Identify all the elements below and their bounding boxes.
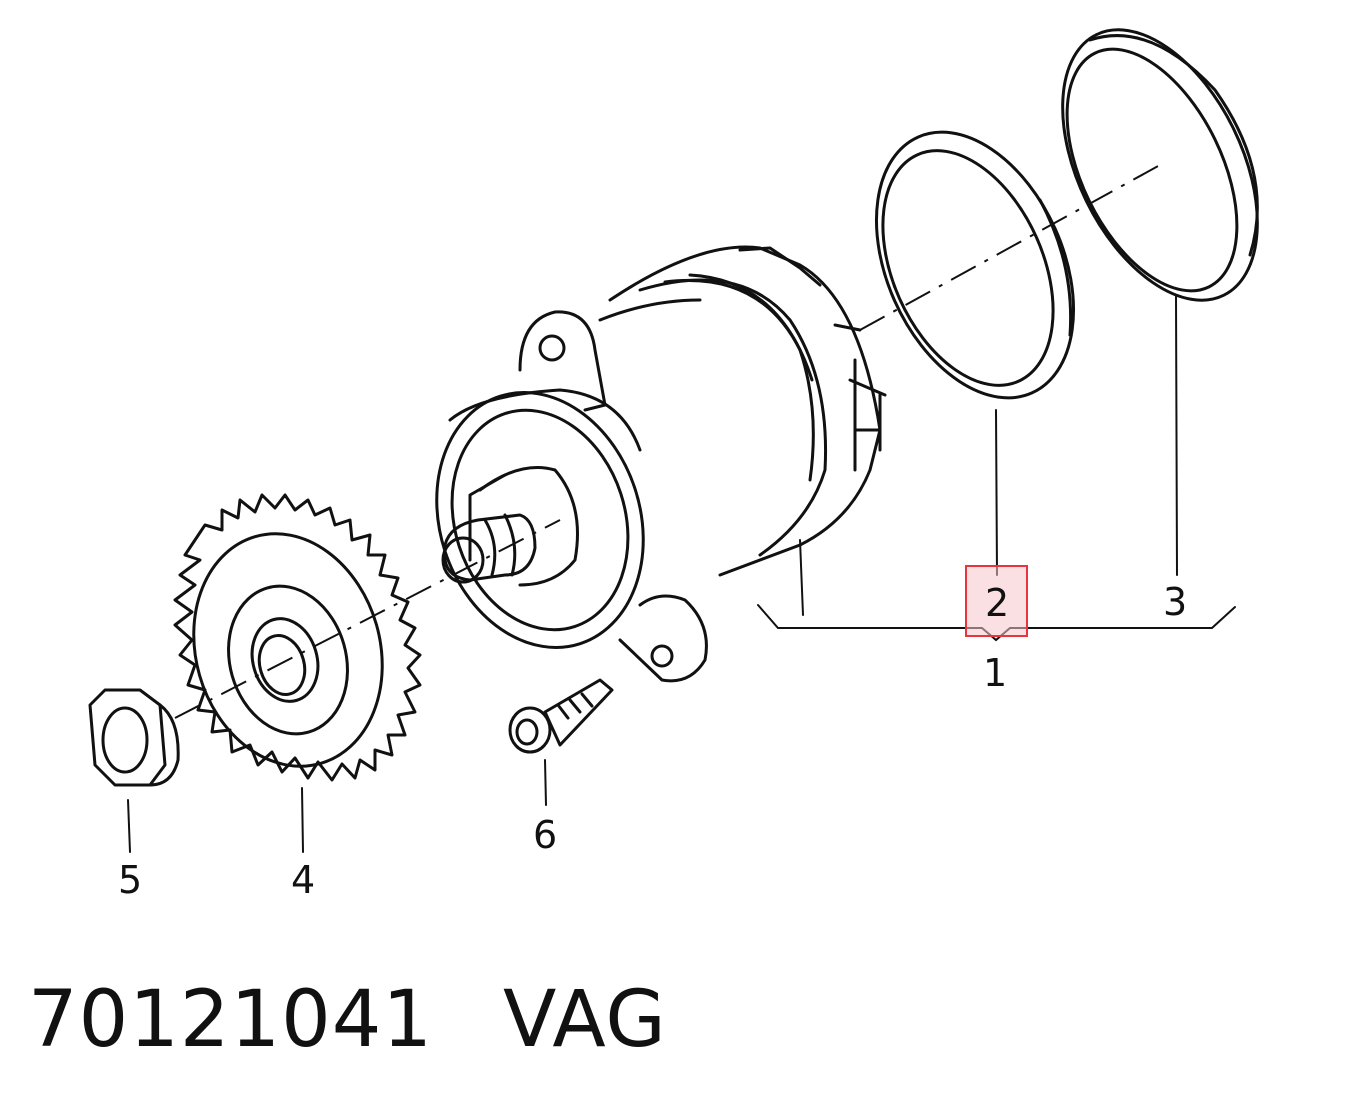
part-2-small-ring: [874, 130, 1076, 400]
callout-1: 1: [983, 651, 1007, 695]
part-6-screw: [508, 678, 614, 754]
pump-housing: [435, 245, 887, 683]
footer-caption: 70121041 VAG: [28, 975, 667, 1065]
part-4-gear: [173, 493, 422, 782]
part-5-nut: [88, 688, 180, 787]
leader-line-2: [995, 409, 998, 576]
assembly-bracket: [757, 604, 1236, 642]
leader-line-5: [127, 799, 131, 853]
part-3-large-ring: [1061, 28, 1259, 302]
leader-line-3: [1175, 294, 1178, 576]
center-axis-line: [174, 164, 1161, 719]
callout-3: 3: [1163, 580, 1187, 624]
leader-line-6: [544, 759, 547, 806]
highlight-box: [965, 565, 1028, 637]
callout-2: 2: [985, 581, 1009, 625]
leader-line-4: [301, 787, 304, 853]
brand-label: VAG: [503, 975, 667, 1065]
callout-5: 5: [118, 858, 142, 902]
part-number: 70121041: [28, 975, 434, 1065]
callout-4: 4: [291, 858, 315, 902]
callout-6: 6: [533, 813, 557, 857]
